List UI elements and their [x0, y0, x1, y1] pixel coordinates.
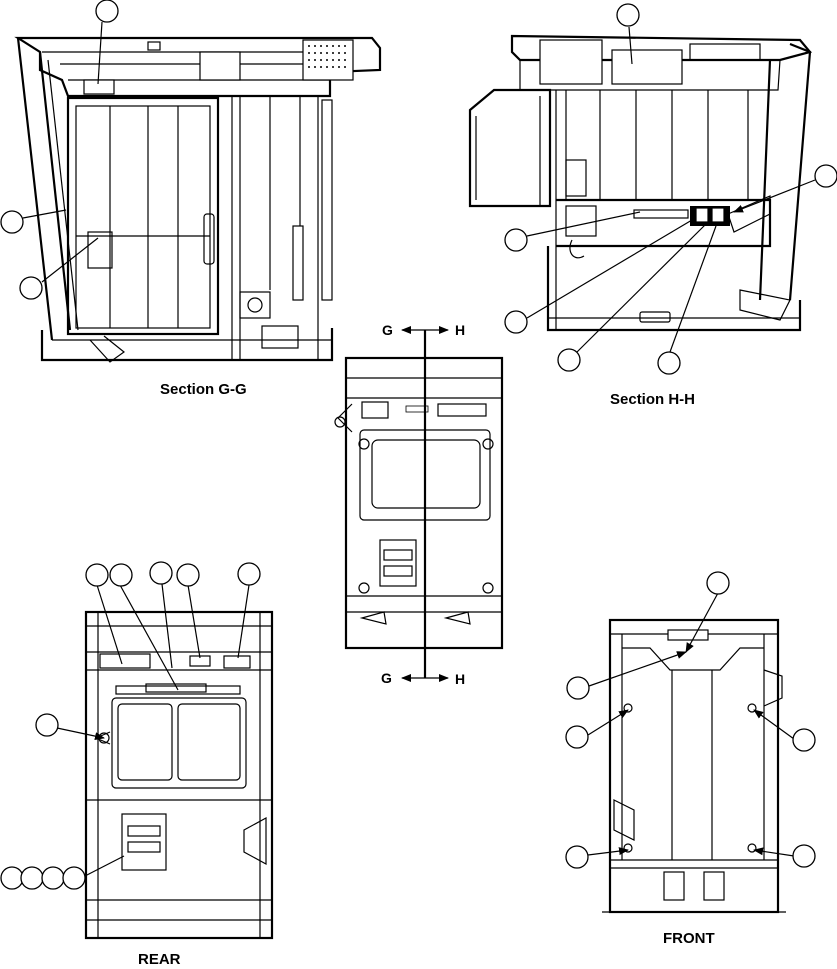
callout-15	[35, 713, 59, 737]
callout-8	[557, 348, 581, 372]
callout-7	[504, 310, 528, 334]
callout-9	[657, 351, 681, 375]
grab-handle	[292, 225, 304, 301]
vent-grille-hh	[539, 39, 603, 85]
callout-6	[504, 228, 528, 252]
callout-20	[706, 571, 730, 595]
callout-5	[814, 164, 837, 188]
cut-label-top-right: H	[455, 322, 465, 338]
callout-14	[237, 562, 261, 586]
cut-label-bottom-right: H	[455, 671, 465, 687]
rear-view-label: REAR	[138, 951, 181, 964]
callout-25	[792, 844, 816, 868]
callout-3	[19, 276, 43, 300]
callout-10	[85, 563, 109, 587]
callout-18	[41, 866, 65, 890]
front-view-label: FRONT	[663, 930, 715, 947]
vent-grille-holes	[308, 45, 346, 68]
callout-13	[176, 563, 200, 587]
callout-17	[20, 866, 44, 890]
vent-grille-rear	[99, 653, 151, 669]
callout-23	[792, 728, 816, 752]
front-view: FRONT	[565, 571, 816, 947]
section-hh-label: Section H-H	[610, 391, 695, 408]
section-gg-view: Section G-G	[0, 0, 382, 398]
callout-21	[566, 676, 590, 700]
callout-11	[109, 563, 133, 587]
callout-12	[149, 561, 173, 585]
cut-label-bottom-left: G	[381, 670, 392, 686]
section-gg-label: Section G-G	[160, 381, 247, 398]
section-hh-view: Section H-H	[468, 3, 837, 408]
callout-22	[565, 725, 589, 749]
callout-16	[0, 866, 24, 890]
callout-1	[95, 0, 119, 23]
center-key-view: G H G H	[334, 322, 504, 687]
callout-4	[616, 3, 640, 27]
callout-24	[565, 845, 589, 869]
callout-2	[0, 210, 24, 234]
callout-19	[62, 866, 86, 890]
rear-view: REAR	[0, 561, 274, 968]
cut-label-top-left: G	[382, 322, 393, 338]
